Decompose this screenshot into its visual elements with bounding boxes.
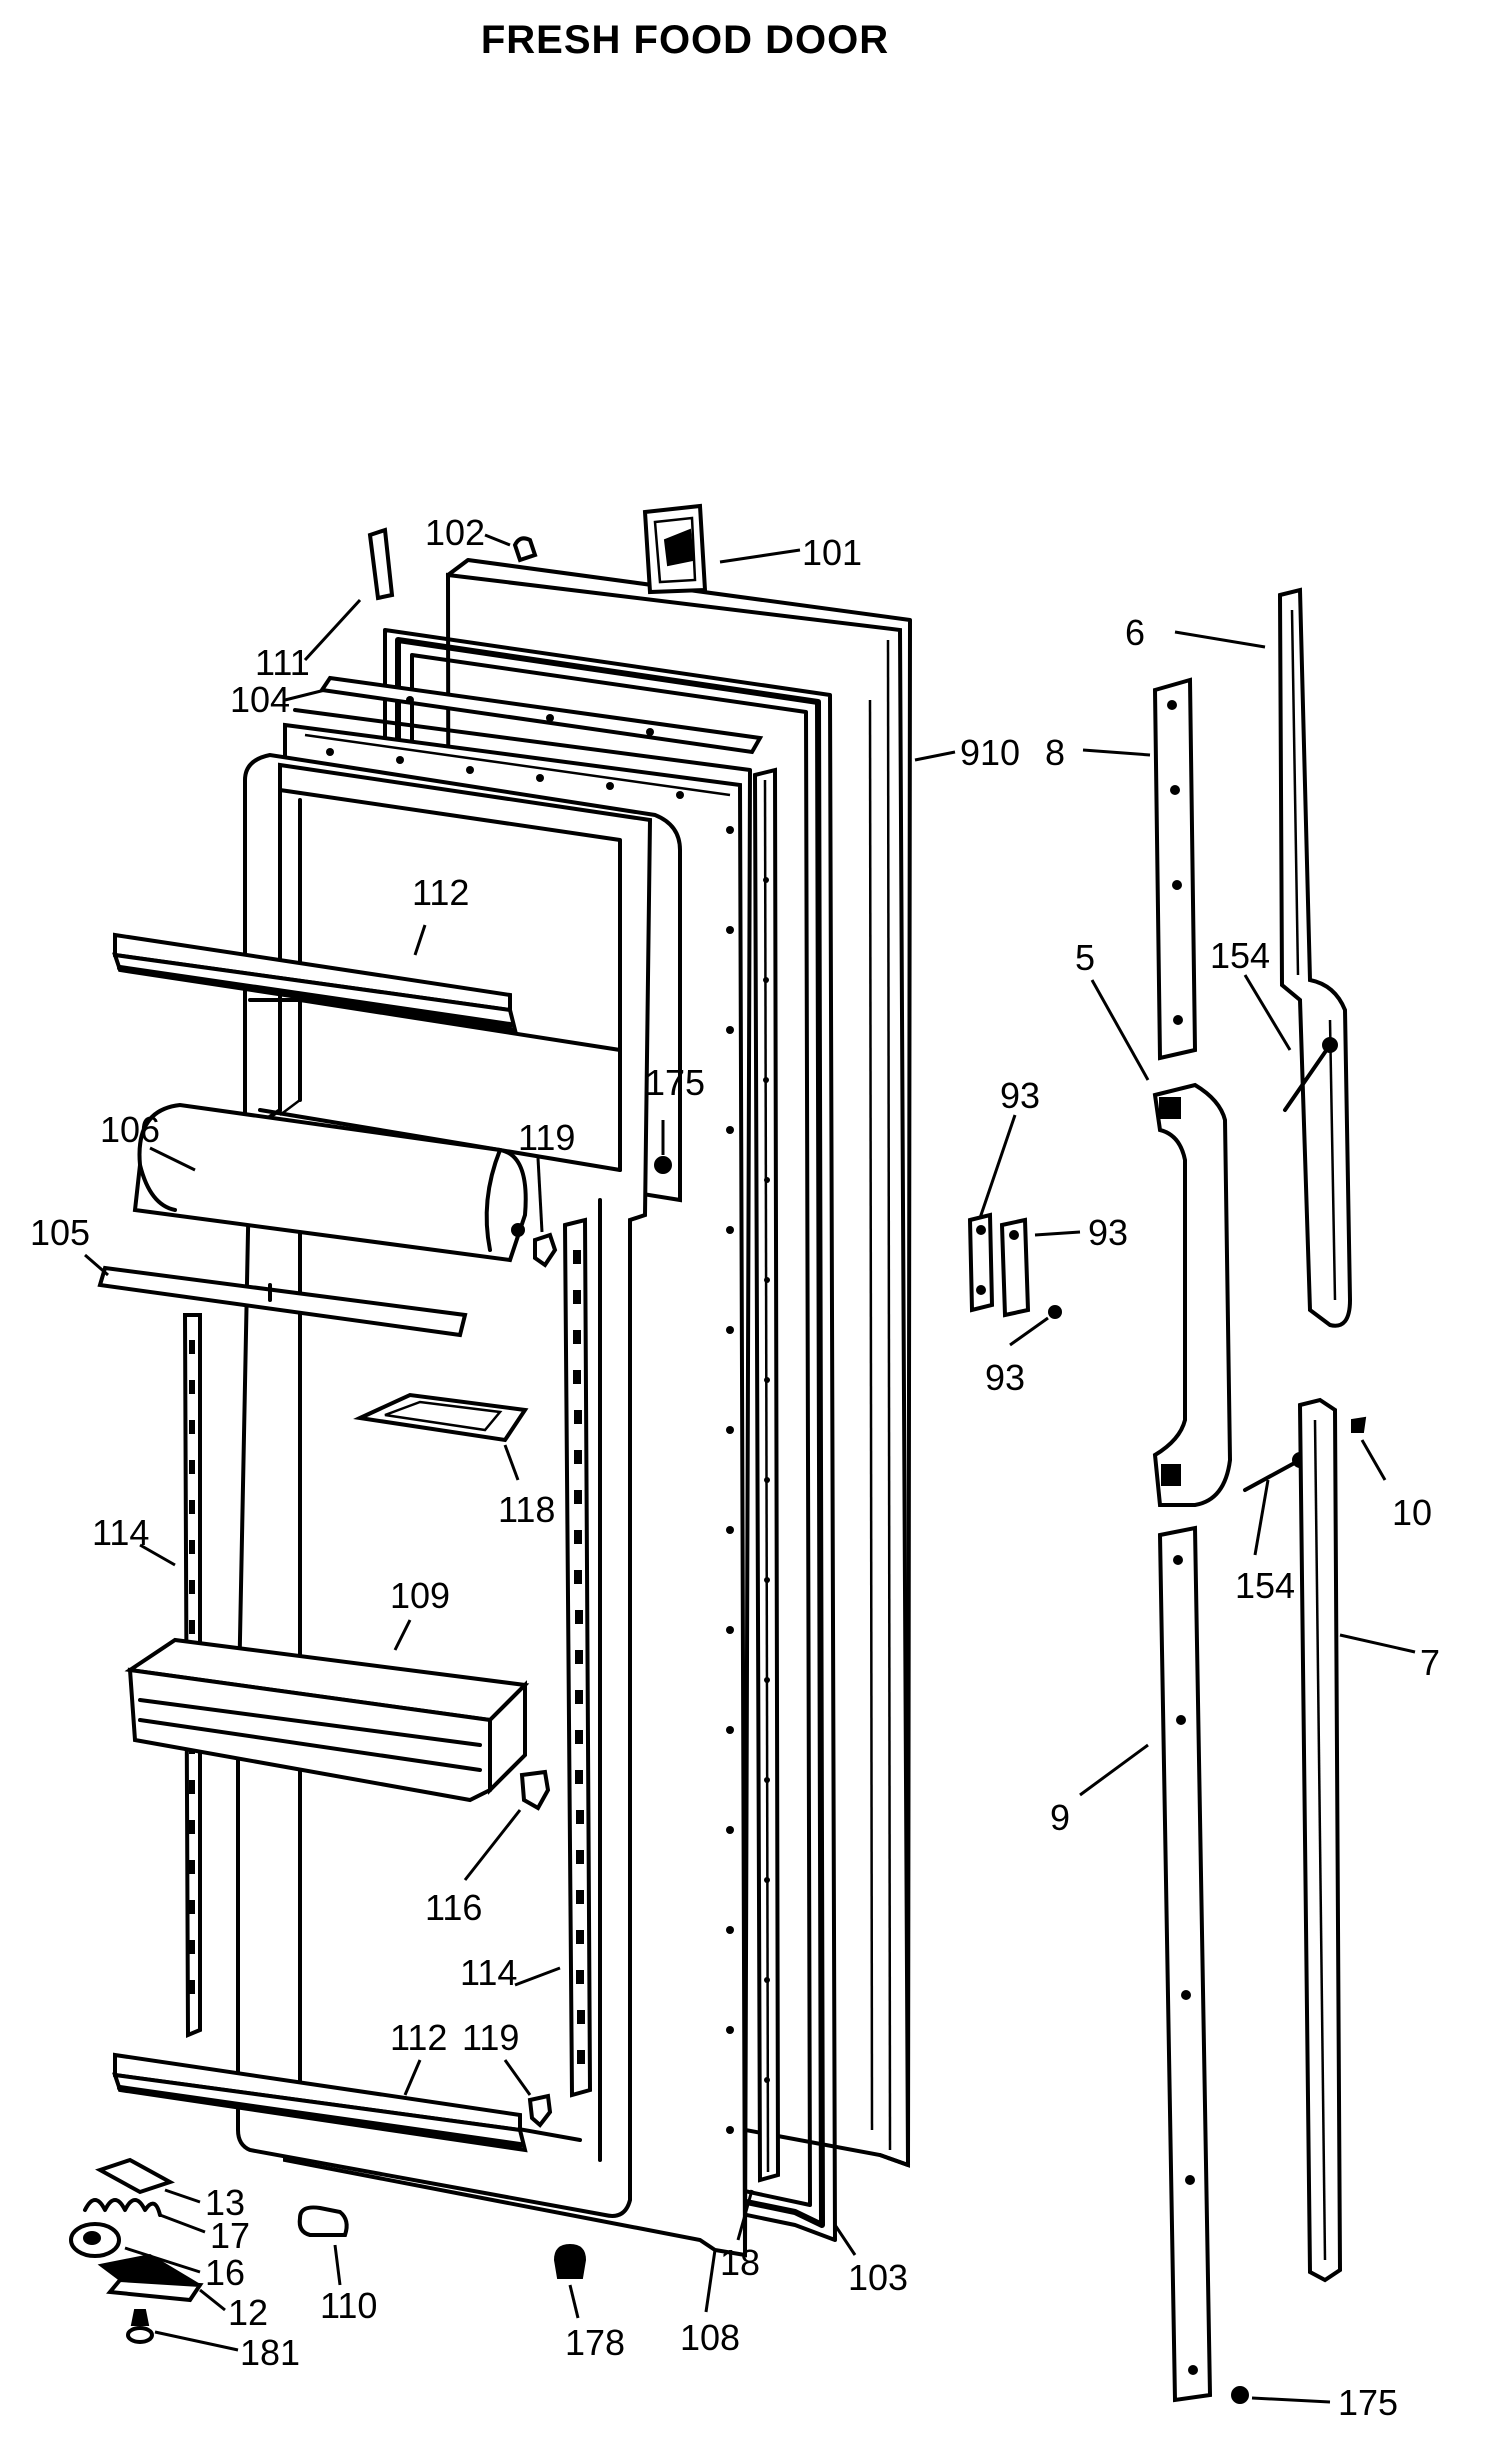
callout-9: 9 [1050, 1797, 1070, 1838]
callout-104: 104 [230, 679, 290, 720]
callout-109: 109 [390, 1575, 450, 1616]
callout-7: 7 [1420, 1642, 1440, 1683]
handle-grip [1152, 1082, 1233, 1507]
callout-12: 12 [228, 2292, 268, 2333]
hinge-cover-plate [95, 2157, 175, 2195]
callout-10: 10 [1392, 1492, 1432, 1533]
trim-screw [1048, 1305, 1062, 1319]
bottom-shelf-rail [112, 2052, 528, 2153]
door-stop [297, 2205, 349, 2237]
lower-handle-strip [1157, 1525, 1213, 2403]
callout-108: 108 [680, 2317, 740, 2358]
lower-handle-trim [1297, 1397, 1343, 2283]
trim-clip-a [967, 1212, 995, 1313]
lower-hinge [97, 2253, 204, 2303]
callout-93-bottom: 93 [985, 1357, 1025, 1398]
shelf-support-upper [533, 1232, 558, 1268]
top-retainer-strip [318, 675, 764, 755]
hinge-bushing [69, 2222, 121, 2258]
bin-support-button [519, 1769, 551, 1811]
hinge-screw [126, 2309, 154, 2344]
callout-16: 16 [205, 2252, 245, 2293]
butter-compartment-base [97, 1265, 468, 1338]
handle-plug [1351, 1416, 1367, 1433]
callout-labels: 101 102 111 104 112 106 105 119 175 118 … [30, 512, 1440, 2423]
door-screw [654, 1156, 672, 1174]
callout-93-right: 93 [1088, 1212, 1128, 1253]
callout-178: 178 [565, 2322, 625, 2363]
closing-cam [83, 2198, 162, 2217]
callout-8: 8 [1045, 732, 1065, 773]
side-retainer-strip [752, 767, 781, 2183]
callout-118: 118 [498, 1489, 555, 1530]
callout-175-door: 175 [645, 1062, 705, 1103]
callout-154-lower: 154 [1235, 1565, 1295, 1606]
handle-screw-bottom [1231, 2386, 1249, 2404]
door-bumper [553, 2243, 587, 2279]
shelf-support-lower [527, 2093, 553, 2128]
callout-106: 106 [100, 1109, 160, 1150]
callout-181: 181 [240, 2332, 300, 2373]
callout-102: 102 [425, 512, 485, 553]
callout-18: 18 [720, 2242, 760, 2283]
diagram-title: FRESH FOOD DOOR [480, 18, 890, 62]
callout-101: 101 [802, 532, 862, 573]
callout-114-right: 114 [460, 1952, 517, 1993]
shelf-rack-right [562, 1217, 593, 2098]
long-screw-lower [1243, 1452, 1308, 1492]
butter-compartment-door [132, 1102, 528, 1263]
top-shelf-rail [112, 932, 518, 1033]
corner-cap [367, 527, 395, 601]
long-screw-upper [1283, 1037, 1338, 1112]
callout-154-upper: 154 [1210, 935, 1270, 976]
callout-5: 5 [1075, 937, 1095, 978]
callout-105: 105 [30, 1212, 90, 1253]
callout-111: 111 [255, 642, 310, 683]
callout-119-lower: 119 [462, 2017, 519, 2058]
callout-114-left: 114 [92, 1512, 149, 1553]
callout-17: 17 [210, 2215, 250, 2256]
callout-116: 116 [425, 1887, 482, 1928]
callout-110: 110 [320, 2285, 377, 2326]
callout-103: 103 [848, 2257, 908, 2298]
plug-button [512, 536, 538, 563]
callout-93-top: 93 [1000, 1075, 1040, 1116]
leader-lines [84, 533, 1416, 2404]
small-tray [353, 1392, 529, 1443]
callout-13: 13 [205, 2182, 245, 2223]
upper-handle-strip [1152, 677, 1198, 1061]
callout-910: 910 [960, 732, 1020, 773]
callout-6: 6 [1125, 612, 1145, 653]
upper-handle-trim [1277, 587, 1353, 1328]
callout-119-upper: 119 [518, 1117, 575, 1158]
callout-112-upper: 112 [412, 872, 469, 913]
door-shelf-bin [124, 1637, 530, 1803]
door-latch-receptacle [642, 503, 708, 595]
trim-clip-b [999, 1217, 1031, 1318]
callout-112-lower: 112 [390, 2017, 447, 2058]
callout-175-handle: 175 [1338, 2382, 1398, 2423]
